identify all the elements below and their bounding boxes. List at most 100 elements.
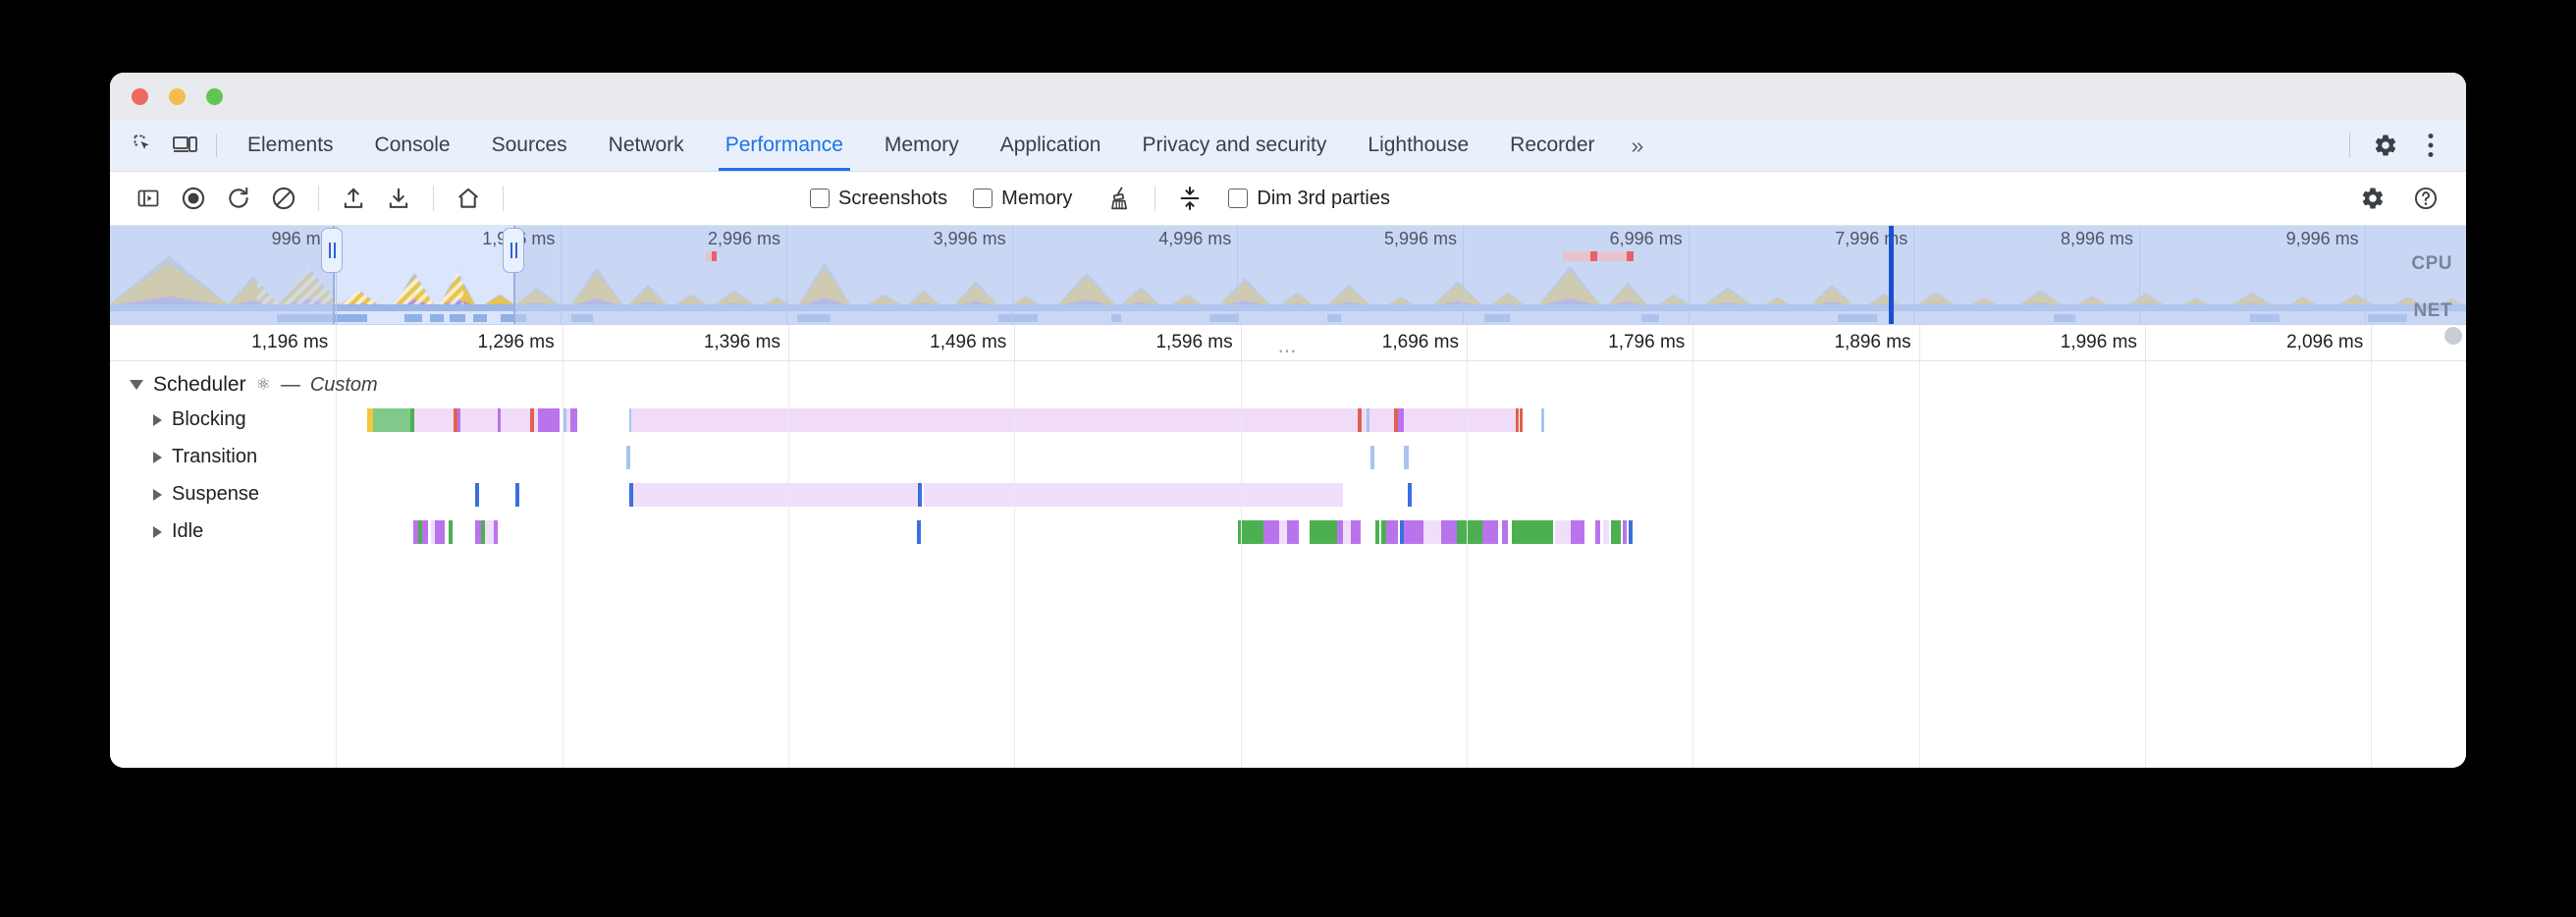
tab-performance[interactable]: Performance xyxy=(705,120,864,171)
track-label-idle[interactable]: Idle xyxy=(153,520,203,543)
timeline-event-block[interactable] xyxy=(498,408,501,432)
selection-left-handle[interactable] xyxy=(321,228,343,273)
timeline-event-block[interactable] xyxy=(538,408,560,432)
toggle-sidebar-icon[interactable] xyxy=(126,180,171,217)
memory-checkbox-box[interactable] xyxy=(973,189,993,208)
timeline-event-block[interactable] xyxy=(414,408,454,432)
track-bars-blocking[interactable] xyxy=(110,408,2466,432)
timeline-event-block[interactable] xyxy=(534,408,538,432)
timeline-event-block[interactable] xyxy=(1362,408,1367,432)
timeline-event-block[interactable] xyxy=(457,408,460,432)
timeline-event-block[interactable] xyxy=(475,483,479,507)
track-group-scheduler[interactable]: Scheduler ⚛ — Custom xyxy=(110,373,2466,399)
timeline-event-block[interactable] xyxy=(485,520,494,544)
help-circle-icon[interactable] xyxy=(2403,180,2448,217)
home-icon[interactable] xyxy=(446,180,491,217)
download-profile-icon[interactable] xyxy=(376,180,421,217)
track-row-transition[interactable]: Transition xyxy=(110,446,2466,471)
track-bars-idle[interactable] xyxy=(110,520,2466,544)
maximize-window-button[interactable] xyxy=(206,88,223,105)
clear-icon[interactable] xyxy=(261,180,306,217)
overview-playhead[interactable] xyxy=(1889,226,1894,324)
timeline-event-block[interactable] xyxy=(413,520,418,544)
device-toolbar-icon[interactable] xyxy=(165,129,206,162)
timeline-overview[interactable]: 996 ms1,996 ms2,996 ms3,996 ms4,996 ms5,… xyxy=(110,226,2466,325)
gear-icon[interactable] xyxy=(2350,180,2395,217)
timeline-event-block[interactable] xyxy=(629,408,631,432)
timeline-event-block[interactable] xyxy=(1337,520,1343,544)
timeline-event-block[interactable] xyxy=(1502,520,1508,544)
resize-handle-dots[interactable]: ⋯ xyxy=(1277,342,1299,362)
screenshots-checkbox-box[interactable] xyxy=(810,189,830,208)
tab-recorder[interactable]: Recorder xyxy=(1510,134,1595,156)
track-group-label[interactable]: Scheduler ⚛ — Custom xyxy=(130,373,378,397)
track-bars-suspense[interactable] xyxy=(110,483,2466,507)
timeline-event-block[interactable] xyxy=(918,483,922,507)
network-request-chip[interactable] xyxy=(430,314,444,322)
timeline-event-block[interactable] xyxy=(1343,520,1351,544)
selection-right-handle[interactable] xyxy=(503,228,524,273)
screenshots-checkbox[interactable]: Screenshots xyxy=(810,188,947,210)
timeline-event-block[interactable] xyxy=(1381,520,1386,544)
timeline-event-block[interactable] xyxy=(1367,408,1369,432)
timeline-event-block[interactable] xyxy=(1287,520,1299,544)
timeline-event-block[interactable] xyxy=(1571,520,1584,544)
tab-lighthouse[interactable]: Lighthouse xyxy=(1368,134,1470,156)
timeline-event-block[interactable] xyxy=(1408,483,1412,507)
timeline-event-block[interactable] xyxy=(481,520,485,544)
timeline-event-block[interactable] xyxy=(1404,446,1409,469)
track-row-suspense[interactable]: Suspense xyxy=(110,483,2466,509)
timeline-event-block[interactable] xyxy=(367,408,373,432)
more-vertical-icon[interactable] xyxy=(2411,128,2450,163)
timeline-event-block[interactable] xyxy=(1457,520,1482,544)
timeline-event-block[interactable] xyxy=(1404,520,1423,544)
timeline-event-block[interactable] xyxy=(494,520,498,544)
timeline-event-block[interactable] xyxy=(1629,520,1633,544)
timeline-event-block[interactable] xyxy=(435,520,445,544)
tab-elements[interactable]: Elements xyxy=(247,134,334,156)
track-row-idle[interactable]: Idle xyxy=(110,520,2466,546)
timeline-event-block[interactable] xyxy=(1623,520,1627,544)
timeline-event-block[interactable] xyxy=(1351,520,1361,544)
timeline-event-block[interactable] xyxy=(418,520,422,544)
timeline-event-block[interactable] xyxy=(1310,520,1337,544)
chevron-right-icon[interactable] xyxy=(153,525,162,538)
timeline-event-block[interactable] xyxy=(410,408,414,432)
track-label-blocking[interactable]: Blocking xyxy=(153,408,246,431)
collapse-vertical-icon[interactable] xyxy=(1167,180,1212,217)
timeline-event-block[interactable] xyxy=(566,408,570,432)
timeline-event-block[interactable] xyxy=(454,408,457,432)
timeline-event-block[interactable] xyxy=(1595,520,1600,544)
timeline-event-block[interactable] xyxy=(1611,520,1621,544)
overview-ruler[interactable]: 996 ms1,996 ms2,996 ms3,996 ms4,996 ms5,… xyxy=(110,226,2466,324)
tab-memory[interactable]: Memory xyxy=(884,134,959,156)
timeline-event-block[interactable] xyxy=(1441,520,1457,544)
inspect-element-icon[interactable] xyxy=(124,129,165,162)
timeline-event-block[interactable] xyxy=(1603,520,1609,544)
timeline-event-block[interactable] xyxy=(373,408,410,432)
tab-sources[interactable]: Sources xyxy=(491,134,567,156)
reload-and-record-icon[interactable] xyxy=(216,180,261,217)
timeline-event-block[interactable] xyxy=(1520,408,1523,432)
chevron-down-icon[interactable] xyxy=(130,380,143,390)
tab-network[interactable]: Network xyxy=(608,134,684,156)
timeline-event-block[interactable] xyxy=(1512,520,1553,544)
timeline-event-block[interactable] xyxy=(924,483,1343,507)
timeline-event-block[interactable] xyxy=(1555,520,1571,544)
chevron-right-icon[interactable] xyxy=(153,413,162,426)
timeline-event-block[interactable] xyxy=(422,520,428,544)
track-row-blocking[interactable]: Blocking xyxy=(110,408,2466,434)
timeline-event-block[interactable] xyxy=(1370,446,1374,469)
network-request-chip[interactable] xyxy=(404,314,422,322)
broom-icon[interactable] xyxy=(1098,180,1143,217)
timeline-event-block[interactable] xyxy=(501,408,530,432)
timeline-event-block[interactable] xyxy=(1279,520,1287,544)
timeline-event-block[interactable] xyxy=(1369,408,1394,432)
tab-application[interactable]: Application xyxy=(999,134,1101,156)
chevron-right-icon[interactable] xyxy=(153,488,162,501)
timeline-event-block[interactable] xyxy=(431,520,435,544)
timeline-event-block[interactable] xyxy=(1398,408,1404,432)
timeline-event-block[interactable] xyxy=(917,520,921,544)
timeline-event-block[interactable] xyxy=(626,446,630,469)
timeline-event-block[interactable] xyxy=(1238,520,1263,544)
